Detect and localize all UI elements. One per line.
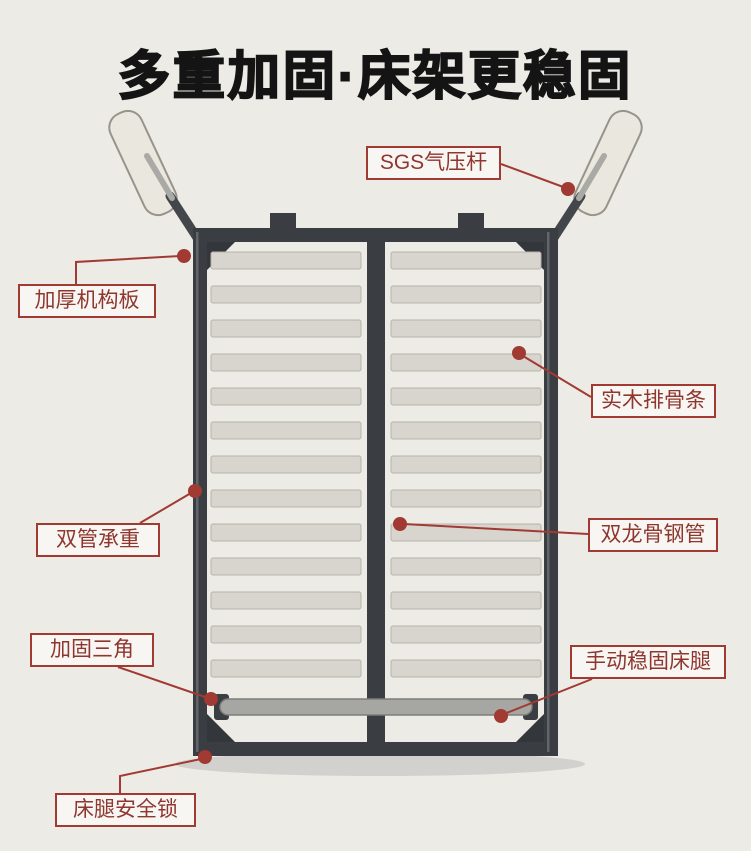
dot-leg-lock — [198, 750, 212, 764]
top-hook-left — [270, 213, 296, 230]
callout-wood-slats-label: 实木排骨条 — [591, 384, 716, 418]
gas-strut-right — [541, 109, 643, 255]
gas-strut-left — [108, 109, 210, 255]
callout-double-tube-label: 双管承重 — [36, 523, 160, 557]
dot-double-tube — [188, 484, 202, 498]
callout-leader-lines — [75, 163, 593, 793]
fold-leg-bar — [214, 694, 538, 720]
frame-shadow — [175, 752, 585, 776]
frame-rails — [193, 228, 558, 756]
leader-manual-leg — [503, 678, 593, 715]
mechanism-pad-left — [108, 109, 178, 217]
callout-triangle-label: 加固三角 — [30, 633, 154, 667]
leader-mechanism-plate — [75, 255, 181, 284]
dot-wood-slats — [512, 346, 526, 360]
callout-manual-leg-label: 手动稳固床腿 — [570, 645, 726, 679]
leader-wood-slats — [522, 355, 592, 398]
leader-gas-strut — [500, 163, 567, 189]
center-keel-rail — [367, 228, 385, 756]
callout-keel-tube-label: 双龙骨钢管 — [588, 518, 718, 552]
dot-manual-leg — [494, 709, 508, 723]
page-title: 多重加固·床架更稳固 — [117, 47, 634, 107]
leader-leg-lock — [119, 758, 202, 793]
callout-anchor-dots — [177, 182, 575, 764]
callout-gas-strut-label: SGS气压杆 — [366, 146, 501, 180]
rail-highlight-right — [547, 232, 550, 752]
leader-triangle — [117, 666, 209, 699]
leader-double-tube — [139, 492, 192, 524]
dot-keel-tube — [393, 517, 407, 531]
leader-keel-tube — [403, 523, 589, 535]
mechanism-pad-right — [573, 109, 643, 217]
top-hook-right — [458, 213, 484, 230]
dot-triangle — [204, 692, 218, 706]
callout-mechanism-plate-label: 加厚机构板 — [18, 284, 156, 318]
callout-leg-lock-label: 床腿安全锁 — [55, 793, 196, 827]
dot-gas-strut — [561, 182, 575, 196]
dot-mechanism-plate — [177, 249, 191, 263]
bed-frame — [108, 109, 643, 776]
